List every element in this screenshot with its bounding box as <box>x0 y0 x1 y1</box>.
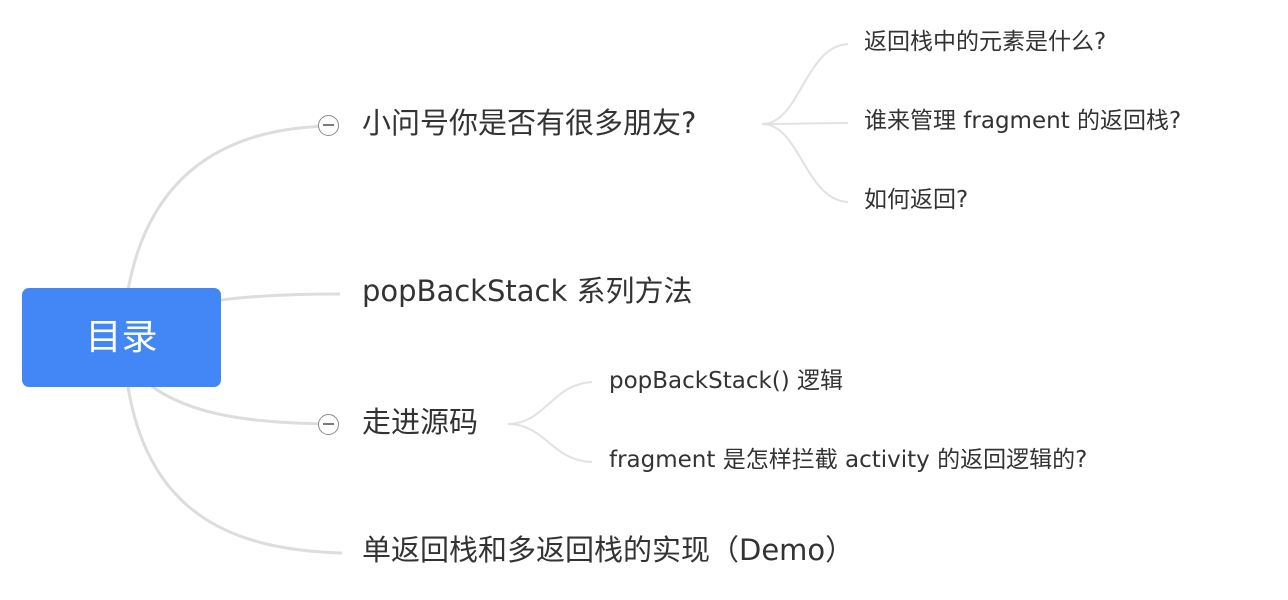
branch-3-leaf-2-label[interactable]: fragment 是怎样拦截 activity 的返回逻辑的? <box>609 447 1088 473</box>
branch-1-leaf-2-label[interactable]: 谁来管理 fragment 的返回栈? <box>864 108 1182 134</box>
collapse-toggle-branch-1[interactable] <box>318 115 339 136</box>
connector-root-branch-1 <box>126 124 331 291</box>
connector-branch-3-leaf-2 <box>507 423 593 463</box>
connector-branch-1-leaf-2 <box>761 122 849 125</box>
root-node[interactable]: 目录 <box>22 288 221 387</box>
branch-3-leaf-1-label[interactable]: popBackStack() 逻辑 <box>609 368 844 394</box>
branch-3-label[interactable]: 走进源码 <box>362 405 479 439</box>
connector-branch-3-leaf-1 <box>507 381 593 425</box>
branch-2-label[interactable]: popBackStack 系列方法 <box>362 274 693 308</box>
connector-branch-1-leaf-1 <box>761 43 849 125</box>
connector-root-branch-3 <box>149 383 331 426</box>
branch-1-label[interactable]: 小问号你是否有很多朋友? <box>362 106 697 140</box>
connector-branch-1-leaf-3 <box>761 123 849 203</box>
connector-root-branch-2 <box>220 292 341 302</box>
branch-1-leaf-1-label[interactable]: 返回栈中的元素是什么? <box>864 29 1107 55</box>
root-label: 目录 <box>85 316 158 358</box>
branch-1-leaf-3-label[interactable]: 如何返回? <box>864 187 969 213</box>
collapse-toggle-branch-3[interactable] <box>318 414 339 435</box>
connector-root-branch-4 <box>126 386 343 555</box>
branch-4-label[interactable]: 单返回栈和多返回栈的实现（Demo） <box>362 533 855 567</box>
